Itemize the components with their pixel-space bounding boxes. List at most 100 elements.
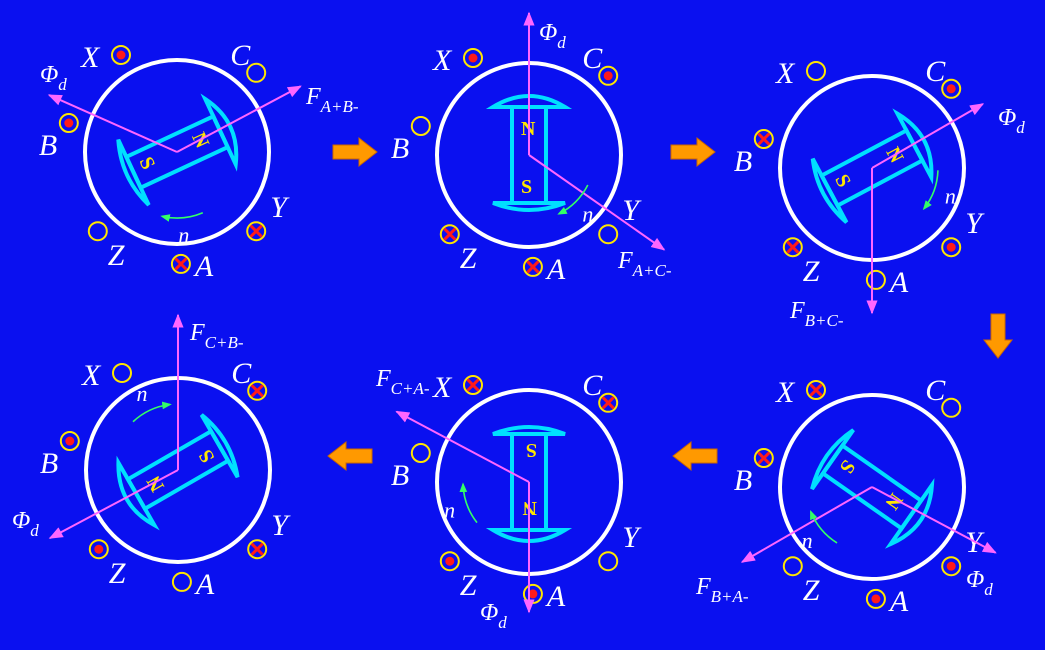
rotor-shoe-s [492, 201, 566, 212]
slot-circle [247, 380, 268, 401]
slot-label-Y: Y [622, 194, 642, 227]
rotation-label: n [582, 201, 593, 226]
slot-Y: Y [247, 509, 291, 560]
slot-C: C [925, 55, 962, 99]
slot-label-Z: Z [109, 557, 126, 590]
mmf-subscript: A+B- [320, 97, 359, 116]
mmf-letter: F [695, 574, 711, 600]
rotation-label: n [802, 528, 813, 553]
rotor-shoe-s [199, 413, 240, 479]
slot-B: B [39, 113, 79, 162]
slot-A: A [171, 568, 215, 601]
slot-circle [941, 237, 962, 258]
current-out-dot [946, 84, 956, 94]
flux-vector [48, 469, 179, 539]
current-in-cross [809, 383, 823, 397]
slot-label-Y: Y [622, 521, 642, 554]
slot-label-C: C [231, 357, 252, 390]
rotation-label: n [178, 223, 189, 248]
current-out-dot [946, 561, 956, 571]
pole-s-label: S [526, 439, 537, 461]
slot-circle [439, 551, 460, 572]
flux-vector [871, 103, 985, 169]
rotation-arrow [132, 401, 172, 423]
slot-label-A: A [545, 253, 566, 286]
rotor-shoe-n [485, 94, 573, 109]
slot-label-A: A [193, 250, 214, 283]
slot-circle [59, 431, 80, 452]
current-in-cross [786, 240, 800, 254]
current-in-cross [526, 260, 540, 274]
rotor-shoe-s [810, 157, 849, 224]
slot-label-A: A [888, 585, 909, 618]
mmf-label: FA+C- [617, 248, 672, 280]
slot-circle [170, 253, 191, 274]
current-out-dot [116, 50, 126, 60]
current-in-cross [757, 451, 771, 465]
current-out-dot [528, 589, 538, 599]
slot-label-B: B [39, 129, 57, 162]
slot-C: C [231, 357, 268, 401]
flux-vector [871, 486, 997, 554]
slot-Y: Y [941, 207, 985, 258]
slot-label-B: B [40, 447, 58, 480]
current-out-dot [603, 71, 613, 81]
flux-subscript: d [1016, 118, 1025, 137]
pole-s-label: S [195, 446, 220, 467]
slot-label-B: B [391, 459, 409, 492]
current-in-cross [757, 132, 771, 146]
rotation-arrow [459, 482, 478, 524]
slot-Z: Z [782, 237, 820, 288]
mmf-label: FB+C- [789, 298, 844, 330]
slot-Y: Y [598, 194, 642, 245]
slot-Z: Z [782, 556, 820, 607]
slot-C: C [230, 39, 267, 83]
flux-letter: Φ [966, 567, 984, 593]
flow-arrow-left [672, 440, 718, 472]
flow-arrow-right [332, 136, 378, 168]
rotation-label: n [945, 184, 956, 209]
current-out-dot [946, 242, 956, 252]
slot-B: B [391, 116, 431, 165]
slot-circle [865, 269, 886, 290]
slot-C: C [582, 369, 619, 413]
slot-Z: Z [87, 221, 125, 272]
rotor-shoe-s [116, 138, 151, 207]
slot-circle [941, 397, 962, 418]
rotor-shoe-s [810, 428, 855, 491]
flow-arrow-right [670, 136, 716, 168]
slot-label-Z: Z [460, 242, 477, 275]
flux-label: Φd [480, 600, 507, 632]
rotor-shoe-n [884, 478, 935, 549]
slot-label-B: B [734, 464, 752, 497]
mmf-subscript: B+C- [805, 311, 844, 330]
rotor: NS [810, 108, 934, 224]
current-in-cross [250, 542, 264, 556]
slot-circle [598, 224, 619, 245]
rotation-label: n [444, 498, 455, 523]
pole-s-label: S [830, 171, 855, 191]
slot-label-X: X [432, 371, 453, 404]
slot-Y: Y [246, 191, 290, 242]
slot-circle [112, 363, 132, 384]
mmf-subscript: C+B- [205, 333, 244, 352]
slot-circle [941, 78, 962, 99]
slot-circle [246, 62, 267, 83]
flux-vector [47, 94, 178, 153]
slot-label-B: B [734, 145, 752, 178]
slot-circle [247, 539, 268, 560]
slot-X: X [80, 41, 131, 74]
flux-letter: Φ [40, 62, 58, 88]
slot-label-C: C [582, 42, 603, 75]
flux-letter: Φ [539, 20, 557, 46]
slot-B: B [391, 443, 431, 492]
current-out-dot [468, 53, 478, 63]
rotation-arrow [922, 170, 939, 211]
mmf-letter: F [189, 320, 205, 346]
slot-label-C: C [925, 374, 946, 407]
rotor-shoe-n [892, 108, 934, 185]
slot-circle [58, 113, 79, 134]
mmf-vector [176, 85, 302, 153]
